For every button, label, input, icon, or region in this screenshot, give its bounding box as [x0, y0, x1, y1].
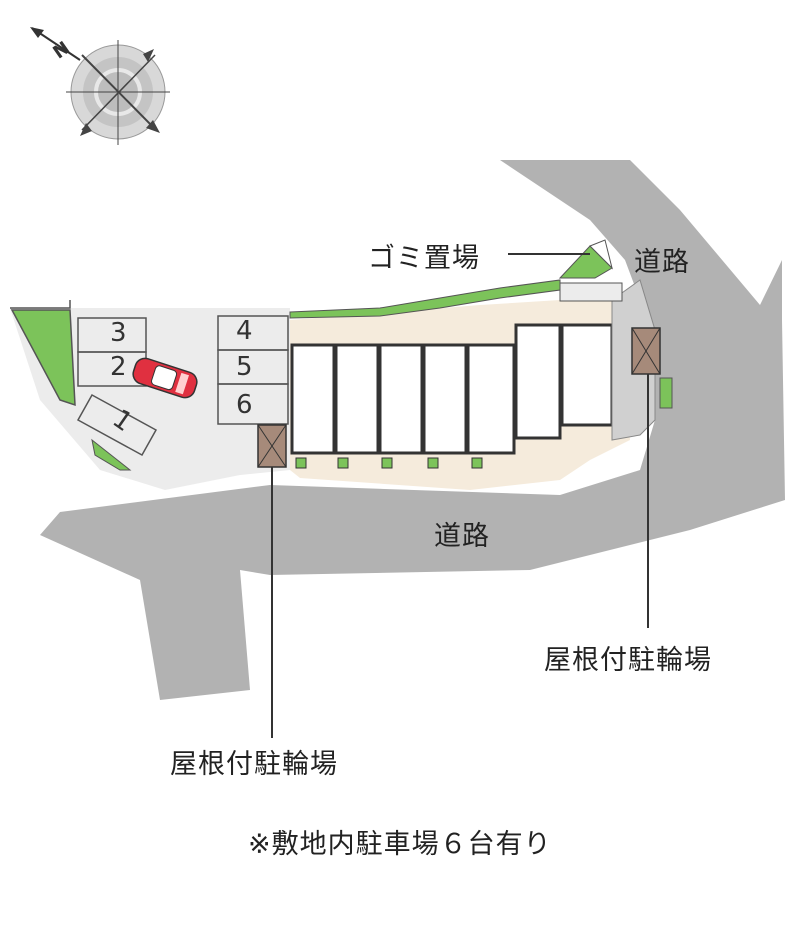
- buildings: [290, 323, 614, 455]
- parking-number-6: 6: [236, 390, 253, 420]
- parking-number-3: 3: [110, 318, 127, 348]
- parking-number-4: 4: [236, 316, 253, 346]
- road-right: [40, 160, 785, 700]
- parking-space-outlines: [76, 315, 289, 457]
- garbage-label: ゴミ置場: [368, 243, 480, 274]
- road-label-right: 道路: [634, 247, 690, 278]
- road-label-bottom: 道路: [434, 521, 490, 552]
- parking-lot: [10, 308, 290, 490]
- green-area-left: [10, 309, 76, 407]
- bike-shed-label-right: 屋根付駐輪場: [544, 645, 712, 676]
- compass-rose-icon: [30, 27, 170, 145]
- green-area-right: [659, 377, 673, 409]
- green-area-left-bottom: [91, 438, 132, 471]
- parking-note: ※敷地内駐車場６台有り: [248, 829, 552, 860]
- building-small-green-marks: [295, 457, 483, 469]
- parking-number-2: 2: [110, 352, 127, 382]
- car-icon: [132, 357, 198, 399]
- parking-number-5: 5: [236, 352, 253, 382]
- bike-shed-label-left: 屋根付駐輪場: [170, 749, 338, 780]
